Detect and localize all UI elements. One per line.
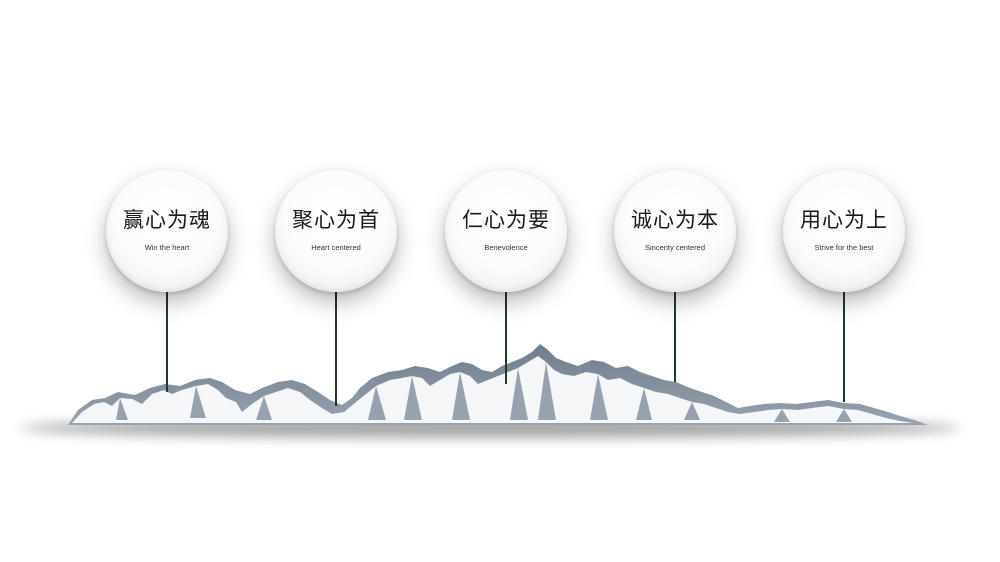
value-title: 聚心为首 [292, 208, 380, 232]
value-circle [783, 170, 905, 292]
value-title: 诚心为本 [631, 208, 719, 232]
value-node-5: 用心为上 Strive for the best [783, 170, 905, 292]
connector-line-2 [335, 292, 337, 406]
value-title: 仁心为要 [462, 208, 550, 232]
connector-line-4 [674, 292, 676, 382]
value-node-3: 仁心为要 Benevolence [445, 170, 567, 292]
value-subtitle: Strive for the best [814, 243, 874, 252]
connector-line-5 [843, 292, 845, 402]
value-circle [106, 170, 228, 292]
value-subtitle: Sincerity centered [644, 243, 706, 252]
connector-line-3 [505, 292, 507, 384]
value-subtitle: Win the heart [144, 243, 190, 252]
value-circle [445, 170, 567, 292]
value-title: 赢心为魂 [123, 208, 211, 232]
value-subtitle: Benevolence [484, 243, 528, 252]
value-node-2: 聚心为首 Heart centered [275, 170, 397, 292]
value-node-1: 赢心为魂 Win the heart [106, 170, 228, 292]
value-subtitle: Heart centered [311, 243, 361, 252]
value-circle [275, 170, 397, 292]
value-node-4: 诚心为本 Sincerity centered [614, 170, 736, 292]
connector-line-1 [166, 292, 168, 392]
value-circle [614, 170, 736, 292]
value-title: 用心为上 [800, 208, 888, 232]
